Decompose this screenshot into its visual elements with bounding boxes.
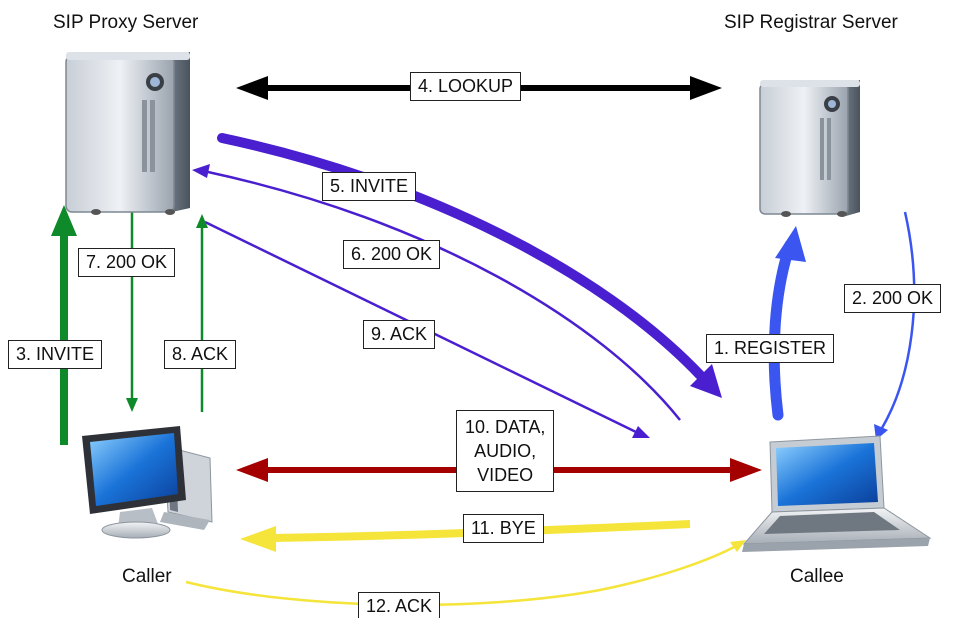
proxy-server-icon (65, 52, 190, 215)
arrow-invite-caller (51, 205, 77, 445)
message-label-register: 1. REGISTER (706, 334, 835, 363)
arrow-register-ok (874, 211, 916, 440)
caller-computer-icon (82, 426, 213, 539)
arrow-register (768, 226, 806, 421)
message-label-ack-8: 8. ACK (164, 340, 237, 369)
message-label-ack-12: 12. ACK (358, 592, 441, 618)
arrow-ok-to-caller (126, 212, 138, 412)
proxy-server-label: SIP Proxy Server (53, 12, 199, 33)
message-label-ok-2: 2. 200 OK (844, 284, 942, 313)
arrow-bye-ack (185, 540, 746, 607)
caller-label: Caller (122, 566, 172, 587)
message-label-data: 10. DATA, AUDIO, VIDEO (456, 410, 555, 492)
message-label-lookup: 4. LOOKUP (410, 72, 522, 101)
callee-laptop-icon (742, 435, 932, 552)
message-label-ok-7: 7. 200 OK (78, 248, 176, 277)
message-label-ack-9: 9. ACK (363, 320, 436, 349)
message-label-bye: 11. BYE (463, 514, 544, 543)
arrow-invite-proxy-to-callee (217, 133, 722, 398)
message-label-ok-6: 6. 200 OK (343, 240, 441, 269)
registrar-server-label: SIP Registrar Server (724, 12, 898, 33)
arrow-ack-caller (196, 214, 208, 412)
registrar-server-icon (759, 80, 860, 217)
message-label-invite-3: 3. INVITE (8, 340, 103, 369)
callee-label: Callee (790, 566, 844, 587)
arrow-invite-ok (192, 164, 681, 421)
message-label-invite-5: 5. INVITE (322, 172, 417, 201)
